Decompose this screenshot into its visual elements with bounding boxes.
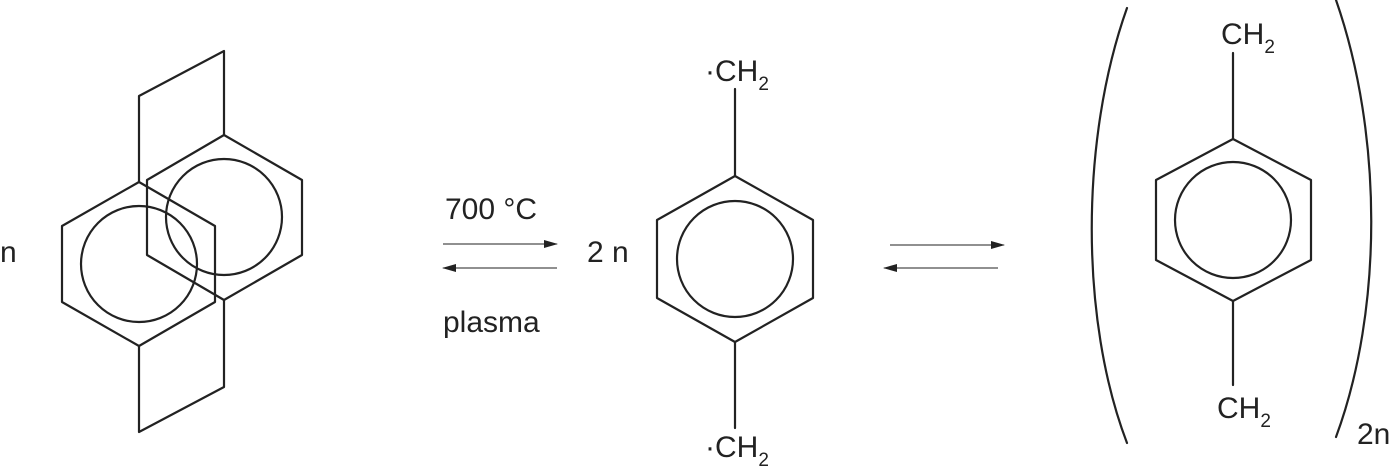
ch-label-polymer-top: CH [1221,18,1264,51]
radical-dot-bottom: · [705,431,715,464]
paracyclophane-bridge-bottom [137,298,226,434]
repeat-index: 2n [1357,418,1390,451]
paracyclophane-aromatic-circle-front [79,204,199,324]
subscript-bottom: 2 [758,450,769,468]
ch-label-bottom: CH [715,431,758,464]
reactant-coefficient: n [0,236,17,269]
radical-dot-top: · [705,55,715,88]
diradical-bottom-group: ·CH2 [705,431,769,468]
diradical-top-group: ·CH2 [705,55,769,95]
diradical-structure [655,87,815,430]
right-parenthesis [1334,0,1373,439]
reverse-condition-label: plasma [443,306,540,339]
forward-condition-label: 700 °C [445,193,537,226]
subscript-top: 2 [758,74,769,95]
ch-label-top: CH [715,55,758,88]
subscript-polymer-top: 2 [1264,37,1275,58]
paracyclophane-aromatic-circle-back [164,157,284,277]
polymer-top-group: CH2 [1221,18,1275,58]
polymer-unit-structure [1154,51,1313,387]
intermediate-coefficient: 2 n [587,236,629,269]
polymer-bottom-group: CH2 [1217,392,1271,432]
diradical-aromatic-circle [675,199,795,319]
paracyclophane-structure [60,49,304,434]
subscript-polymer-bottom: 2 [1260,411,1271,432]
left-parenthesis [1090,6,1129,445]
paracyclophane-bridge-top [137,49,226,184]
ch-label-polymer-bottom: CH [1217,392,1260,425]
polymer-benzene-ring [1154,137,1313,303]
polymer-aromatic-circle [1173,160,1293,280]
